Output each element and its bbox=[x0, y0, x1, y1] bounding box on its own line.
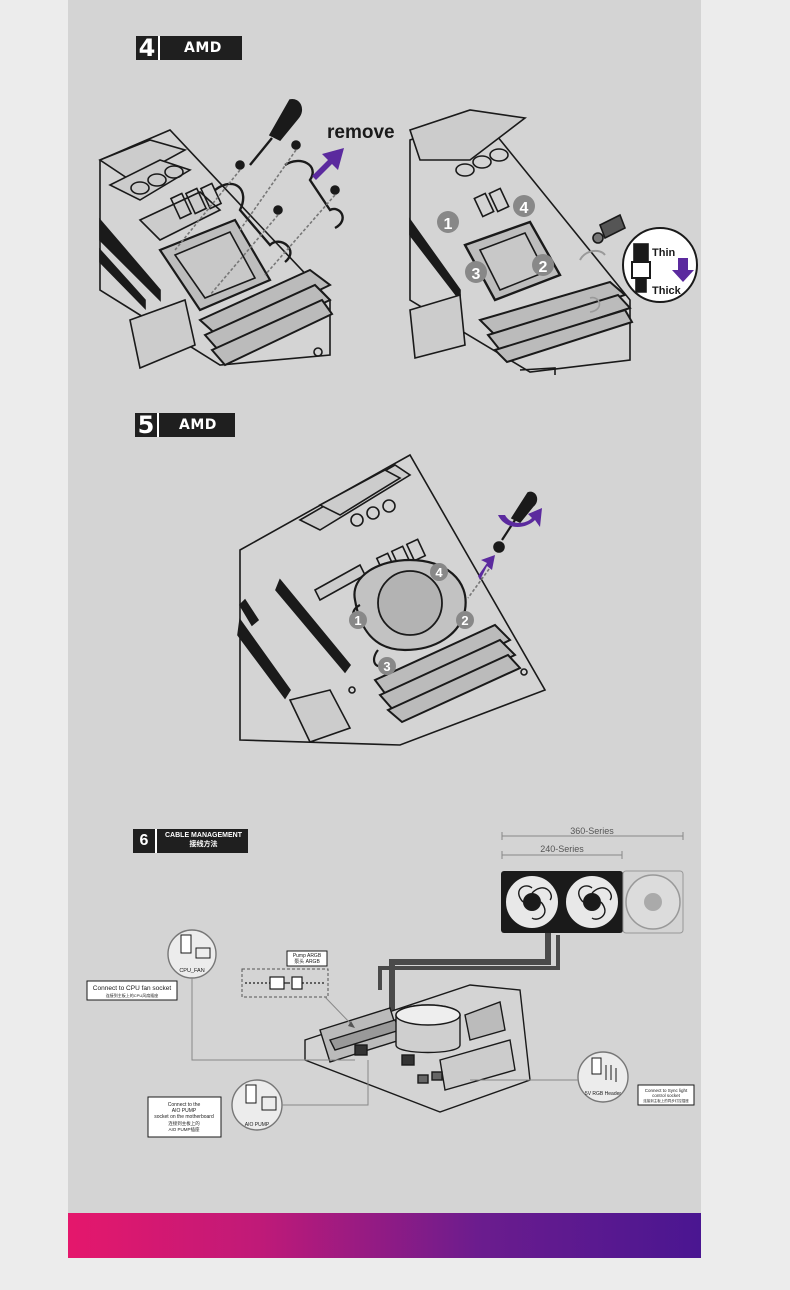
step-6-title: CABLE MANAGEMENT 接线方法 bbox=[157, 829, 248, 853]
cpu-fan-label: CPU_FAN bbox=[179, 968, 204, 974]
step-5-badge: 5 AMD bbox=[135, 413, 235, 437]
step-6-title-en: CABLE MANAGEMENT bbox=[165, 832, 242, 839]
step-4-marker-1: 1 bbox=[444, 216, 453, 233]
step-5-board bbox=[237, 453, 547, 746]
step-5-number: 5 bbox=[135, 413, 159, 437]
step-4-badge: 4 AMD bbox=[136, 36, 242, 60]
step-4-number: 4 bbox=[136, 36, 160, 60]
brand-gradient-bar bbox=[68, 1213, 701, 1258]
rgb-header-callout bbox=[577, 1051, 629, 1103]
step-4-label: AMD bbox=[184, 40, 222, 56]
pump-argb-connector-icon bbox=[245, 976, 325, 990]
series-240-label: 240-Series bbox=[540, 844, 584, 854]
cable-motherboard bbox=[304, 984, 531, 1113]
cpu-fan-connector-icon bbox=[180, 934, 192, 954]
step-4-marker-4: 4 bbox=[520, 200, 529, 217]
press-arrow-icon bbox=[478, 555, 495, 580]
remove-arrow-icon bbox=[312, 148, 344, 180]
step-5-marker-2: 2 bbox=[461, 613, 468, 628]
sync-note-line-2: control socket bbox=[652, 1093, 681, 1098]
aio-note-line-2: AIO PUMP bbox=[172, 1108, 197, 1114]
aio-note-line-4: 连接到主板上的 bbox=[168, 1120, 200, 1127]
cpu-socket-note-cn: 连接到主板上的CPU风扇插座 bbox=[106, 992, 158, 998]
remove-label: remove bbox=[327, 122, 395, 143]
step-4-markers: 1 2 3 4 bbox=[437, 195, 554, 283]
sync-note-line-1: Connect to Sync light bbox=[645, 1088, 688, 1093]
cpu-socket-note: Connect to CPU fan socket bbox=[93, 985, 172, 992]
step-6-badge: 6 CABLE MANAGEMENT 接线方法 bbox=[133, 829, 248, 853]
sync-note-line-3: 连接到主板上的同步灯控插座 bbox=[643, 1098, 689, 1103]
step-5-marker-1: 1 bbox=[354, 613, 361, 628]
aio-pump-label: AIO PUMP bbox=[245, 1122, 270, 1128]
thin-label: Thin bbox=[652, 247, 675, 259]
pump-argb-box bbox=[241, 968, 329, 998]
thick-label: Thick bbox=[652, 285, 682, 297]
aio-note-line-5: AIO PUMP插座 bbox=[168, 1126, 200, 1133]
thin-thick-arrow-icon bbox=[672, 258, 694, 282]
rgb-header-connector-icon bbox=[591, 1057, 602, 1075]
step-4-board-left bbox=[98, 99, 344, 370]
series-360-label: 360-Series bbox=[570, 826, 614, 836]
rotate-arrow-icon bbox=[498, 508, 542, 527]
step-4-marker-2: 2 bbox=[539, 259, 548, 276]
step-5-markers: 1 2 3 4 bbox=[349, 563, 474, 675]
step-5-marker-4: 4 bbox=[435, 565, 443, 580]
step-5-label: AMD bbox=[179, 417, 217, 433]
step-6-number: 6 bbox=[133, 829, 157, 853]
rgb-header-label: 5V RGB Header bbox=[585, 1091, 621, 1097]
step-4-board-right bbox=[408, 109, 698, 375]
series-dimensions bbox=[501, 832, 684, 859]
pump-argb-label-cn: 泵头 ARGB bbox=[294, 958, 320, 965]
step-6-title-cn: 接线方法 bbox=[189, 841, 218, 848]
pump-argb-label: Pump ARGB bbox=[293, 953, 322, 959]
aio-note-line-1: Connect to the bbox=[168, 1102, 201, 1108]
aio-note-line-3: socket on the motherboard bbox=[154, 1114, 214, 1120]
aio-pump-connector-icon bbox=[245, 1084, 257, 1104]
step-4-marker-3: 3 bbox=[472, 266, 481, 283]
radiator bbox=[501, 870, 684, 934]
step-5-marker-3: 3 bbox=[383, 659, 390, 674]
